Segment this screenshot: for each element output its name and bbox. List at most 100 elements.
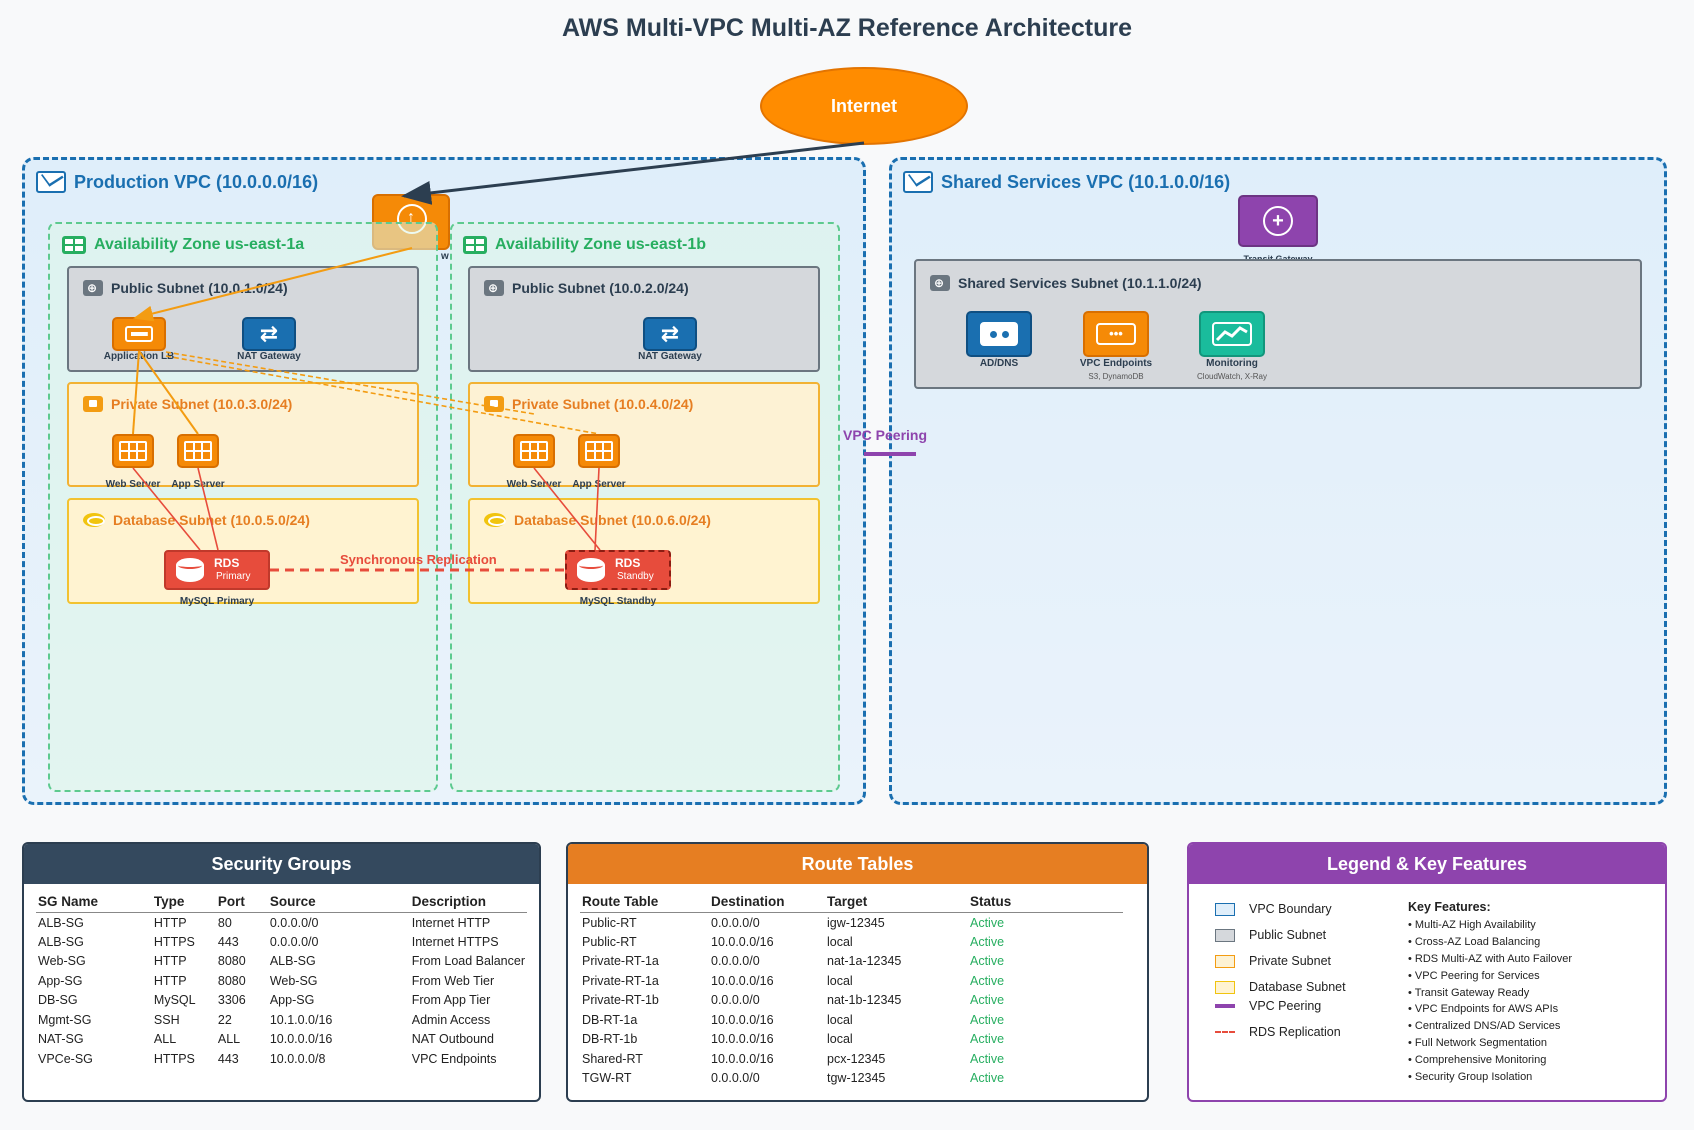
load-balancer-icon <box>125 326 153 342</box>
sg-table-row-cell: 22 <box>217 1012 232 1027</box>
legend-vpc-label: VPC Boundary <box>1249 902 1332 916</box>
chart-line-icon <box>1212 322 1252 346</box>
sg-table-row-cell: NAT Outbound <box>411 1032 494 1047</box>
rt-table-row-cell: pcx-12345 <box>827 1051 886 1066</box>
vpc-swatch <box>1215 902 1235 916</box>
rt-table-row-cell: Shared-RT <box>582 1051 643 1066</box>
globe-icon <box>83 280 103 296</box>
feature-item: • Full Network Segmentation <box>1408 1037 1547 1049</box>
rt-table-row-cell: igw-12345 <box>827 915 885 930</box>
legend-database-subnet: Database Subnet <box>1215 980 1346 994</box>
nat-gateway-b[interactable]: ⇄ <box>643 317 697 351</box>
feature-item: • Comprehensive Monitoring <box>1408 1054 1547 1066</box>
app-server-b[interactable] <box>578 434 620 468</box>
vpc-endpoints-service[interactable]: ••• <box>1083 311 1149 357</box>
vpc-icon <box>903 171 933 193</box>
az-b-label: Availability Zone us-east-1b <box>495 236 707 253</box>
web-server-b[interactable] <box>513 434 555 468</box>
application-lb-label: Application LB <box>103 351 175 362</box>
db-subnet-a-label: Database Subnet (10.0.5.0/24) <box>113 512 310 528</box>
rds-primary-caption: MySQL Primary <box>179 596 255 607</box>
nat-gateway-a[interactable]: ⇄ <box>242 317 296 351</box>
web-server-a[interactable] <box>112 434 154 468</box>
vpc-icon <box>36 171 66 193</box>
sg-table-row-cell: MySQL <box>153 993 196 1008</box>
app-server-a[interactable] <box>177 434 219 468</box>
monitoring-sub: CloudWatch, X-Ray <box>1197 372 1267 381</box>
rt-table-row-cell: Private-RT-1a <box>582 973 659 988</box>
rt-header-table: Route Table <box>580 890 709 913</box>
rt-table-row-cell: 0.0.0.0/0 <box>711 1071 760 1086</box>
sg-table-row-cell: Web-SG <box>269 973 318 988</box>
rt-table-row-cell: Public-RT <box>582 934 637 949</box>
app-server-a-label: App Server <box>171 479 225 490</box>
rt-table-row-cell: local <box>827 1032 853 1047</box>
sg-table-row-cell: 10.0.0.0/16 <box>269 1032 333 1047</box>
db-subnet-b-title: Database Subnet (10.0.6.0/24) <box>484 512 711 528</box>
sg-header-type: Type <box>151 890 216 913</box>
database-icon <box>484 513 506 527</box>
rt-table-row-cell: Active <box>970 1012 1005 1027</box>
public-subnet-a-label: Public Subnet (10.0.1.0/24) <box>111 280 288 296</box>
private-subnet-icon <box>484 396 504 412</box>
security-groups-title: Security Groups <box>211 853 352 874</box>
public-subnet-b-title: Public Subnet (10.0.2.0/24) <box>484 280 689 296</box>
transit-gateway-label: Transit Gateway <box>1243 254 1313 259</box>
legend-vpc-peering: VPC Peering <box>1215 999 1321 1013</box>
sg-table-row-cell: 443 <box>217 934 239 949</box>
sg-table-row-cell: App-SG <box>38 973 83 988</box>
feature-item: • Transit Gateway Ready <box>1408 987 1530 999</box>
db-subnet-a-title: Database Subnet (10.0.5.0/24) <box>83 512 310 528</box>
legend-peering-label: VPC Peering <box>1249 999 1322 1013</box>
sg-table-row-cell: From Web Tier <box>411 973 495 988</box>
rt-table-row-cell: nat-1a-12345 <box>827 954 902 969</box>
rt-table-row-cell: Active <box>970 1032 1005 1047</box>
legend-header: Legend & Key Features <box>1189 844 1665 884</box>
rt-table-row-cell: 0.0.0.0/0 <box>711 954 760 969</box>
rt-table-row-cell: DB-RT-1b <box>582 1032 638 1047</box>
rds-primary-role: Primary <box>216 571 251 582</box>
vpc-peering-label: VPC Peering <box>843 427 928 443</box>
sg-table-row-cell: Internet HTTP <box>411 915 491 930</box>
ad-dns-service[interactable] <box>966 311 1032 357</box>
security-groups-header: Security Groups <box>24 844 539 884</box>
sg-table-row-cell: From App Tier <box>411 993 491 1008</box>
legend-public-label: Public Subnet <box>1249 928 1327 942</box>
sg-table-row-cell: HTTPS <box>153 1051 195 1066</box>
rt-table-row-cell: 10.0.0.0/16 <box>711 1051 774 1066</box>
replication-label: Synchronous Replication <box>340 552 497 567</box>
monitoring-service[interactable] <box>1199 311 1265 357</box>
feature-item: • Centralized DNS/AD Services <box>1408 1020 1561 1032</box>
az-a-title: Availability Zone us-east-1a <box>62 236 304 254</box>
private-subnet-a-label: Private Subnet (10.0.3.0/24) <box>111 396 293 412</box>
rt-table-row-cell: Active <box>970 915 1005 930</box>
sg-table-row-cell: ALB-SG <box>38 915 84 930</box>
legend-public-subnet: Public Subnet <box>1215 928 1326 942</box>
private-subnet-icon <box>83 396 103 412</box>
internet-node[interactable]: Internet <box>760 67 968 145</box>
sg-table-row-cell: ALB-SG <box>269 954 316 969</box>
rt-header-status: Status <box>968 890 1123 913</box>
sg-table-row-cell: 0.0.0.0/0 <box>269 915 319 930</box>
application-lb[interactable] <box>112 317 166 351</box>
rt-table-row-cell: tgw-12345 <box>827 1071 886 1086</box>
sg-table-row-cell: 8080 <box>217 973 246 988</box>
shared-services-subnet: Shared Services Subnet (10.1.1.0/24) <box>914 259 1642 389</box>
sg-header-port: Port <box>215 890 268 913</box>
sg-table-row-cell: ALB-SG <box>38 934 84 949</box>
database-icon <box>577 558 605 582</box>
server-icon <box>585 441 613 461</box>
sg-table-row-cell: 443 <box>217 1051 239 1066</box>
legend-rds-replication: RDS Replication <box>1215 1025 1341 1039</box>
sg-table-row-cell: 10.1.0.0/16 <box>269 1012 333 1027</box>
transit-gateway[interactable]: + <box>1238 195 1318 247</box>
feature-item: • Cross-AZ Load Balancing <box>1408 936 1541 948</box>
